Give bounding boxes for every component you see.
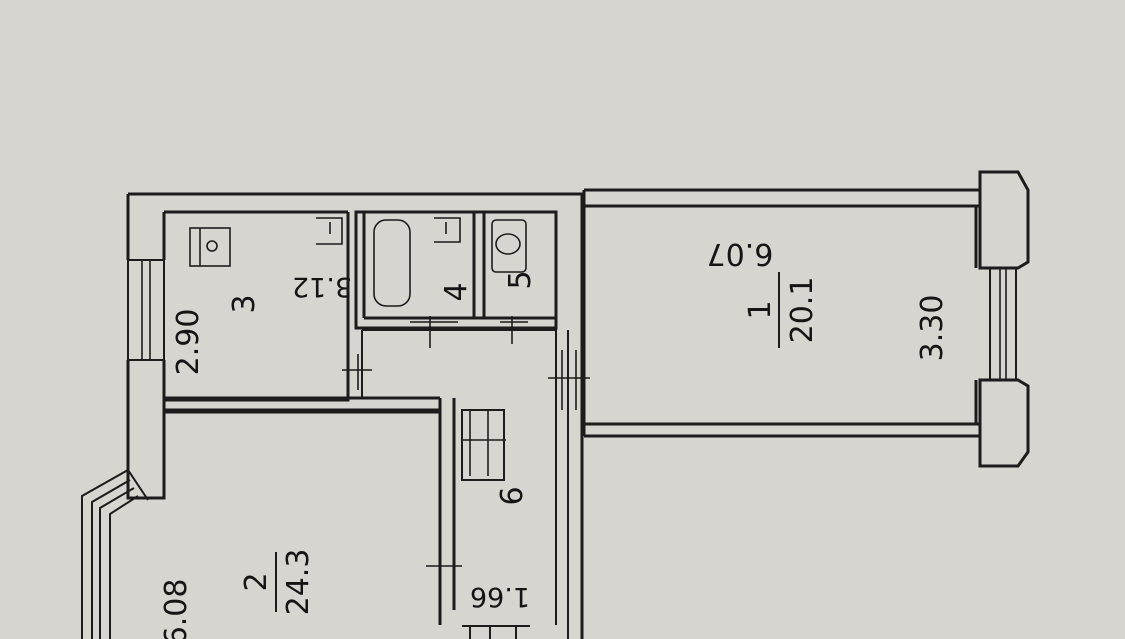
- room-6-length: 1.66: [470, 581, 530, 612]
- room-1-walls: [582, 188, 980, 438]
- stove-icon: [189, 227, 231, 267]
- window-right: [978, 170, 1030, 468]
- corridor-frame: [361, 329, 569, 639]
- room-5-number: 5: [503, 270, 538, 289]
- bay-window: [81, 468, 149, 639]
- room-1-area: 20.1: [785, 277, 820, 344]
- sink-icon-room-3: [316, 217, 343, 245]
- room-1-width: 3.30: [915, 295, 950, 362]
- room-1-length: 6.07: [707, 236, 774, 271]
- room-1-number: 1: [743, 300, 778, 319]
- room-2-area: 24.3: [281, 549, 316, 616]
- room-6-number: 6: [495, 486, 530, 505]
- closet: [461, 409, 505, 481]
- bath-walls: [354, 210, 558, 330]
- room-3-walls: [164, 212, 440, 412]
- room-4-number: 4: [439, 282, 474, 301]
- inner-wall-left: [162, 210, 348, 400]
- room-3-width: 2.90: [171, 309, 206, 376]
- room-2-length: 6.08: [159, 579, 194, 639]
- room-2-number: 2: [239, 572, 274, 591]
- window-left: [127, 259, 165, 361]
- sink-icon-room-4: [434, 217, 461, 243]
- door-marks: [342, 316, 590, 600]
- toilet-icon: [491, 219, 527, 273]
- bathtub: [373, 219, 411, 307]
- room-3-length: 3.12: [292, 271, 352, 302]
- room-3-number: 3: [227, 294, 262, 313]
- window-bottom: [462, 625, 530, 639]
